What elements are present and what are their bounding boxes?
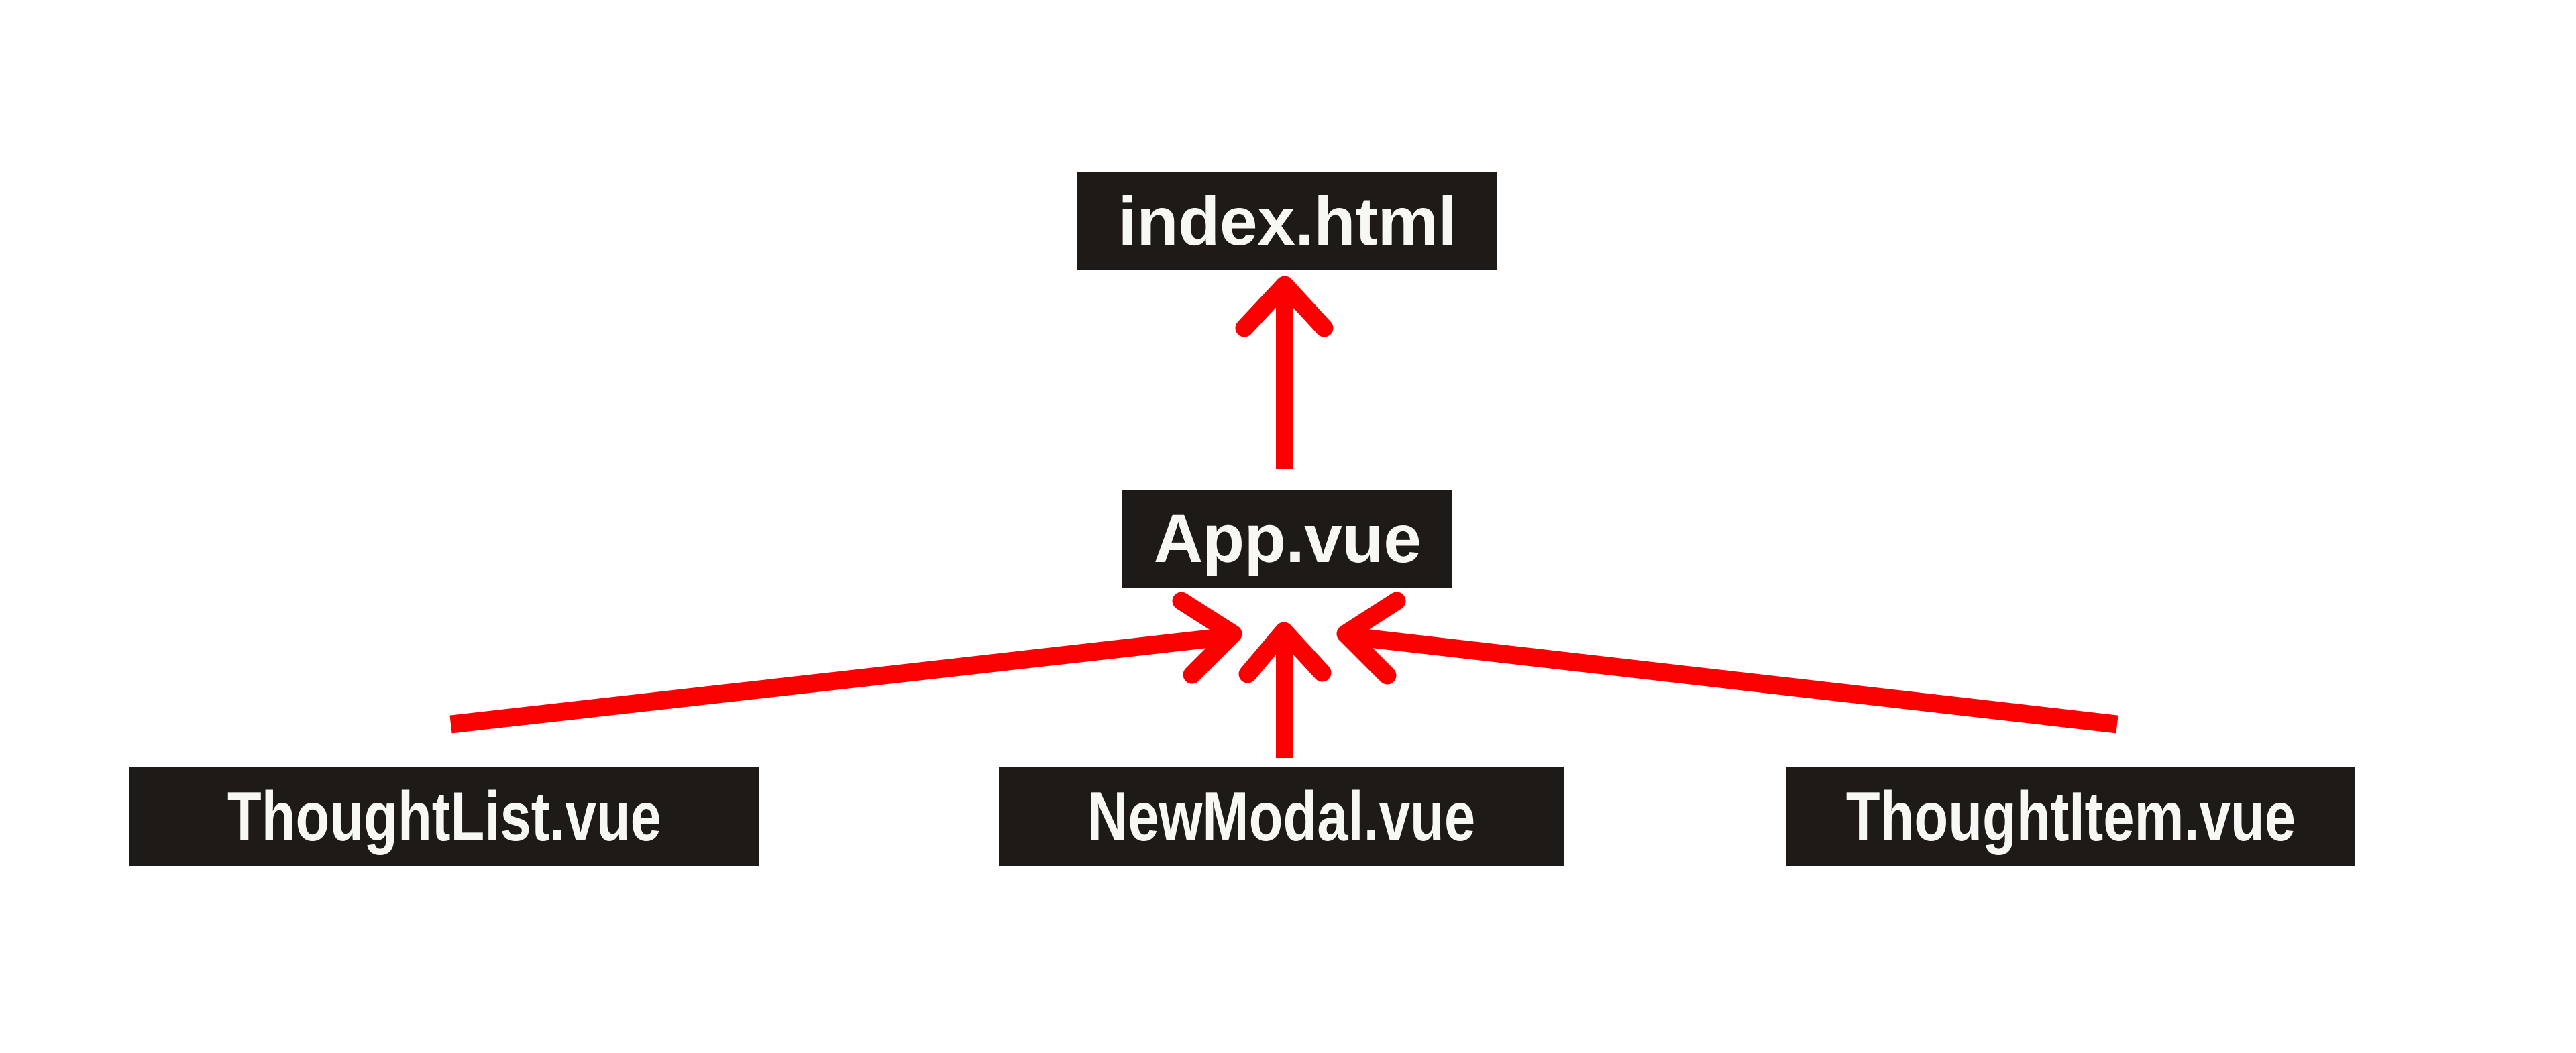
node-index-html-label: index.html [1118,183,1457,260]
node-app-vue[interactable]: App.vue [1122,490,1452,588]
node-thoughtitem-vue-label: ThoughtItem.vue [1845,777,2296,856]
node-index-html[interactable]: index.html [1077,172,1497,270]
edge-thoughtitem-to-app [1336,592,2118,734]
node-thoughtlist-vue[interactable]: ThoughtList.vue [129,767,759,866]
node-newmodal-vue-label: NewModal.vue [1087,777,1476,856]
edge-newmodal-to-app [1238,622,1332,758]
edge-app-to-index [1235,276,1334,469]
node-app-vue-label: App.vue [1153,500,1421,577]
node-thoughtitem-vue[interactable]: ThoughtItem.vue [1786,767,2355,866]
node-thoughtlist-vue-label: ThoughtList.vue [227,777,661,856]
node-newmodal-vue[interactable]: NewModal.vue [999,767,1564,866]
edge-thoughtlist-to-app [449,592,1242,734]
